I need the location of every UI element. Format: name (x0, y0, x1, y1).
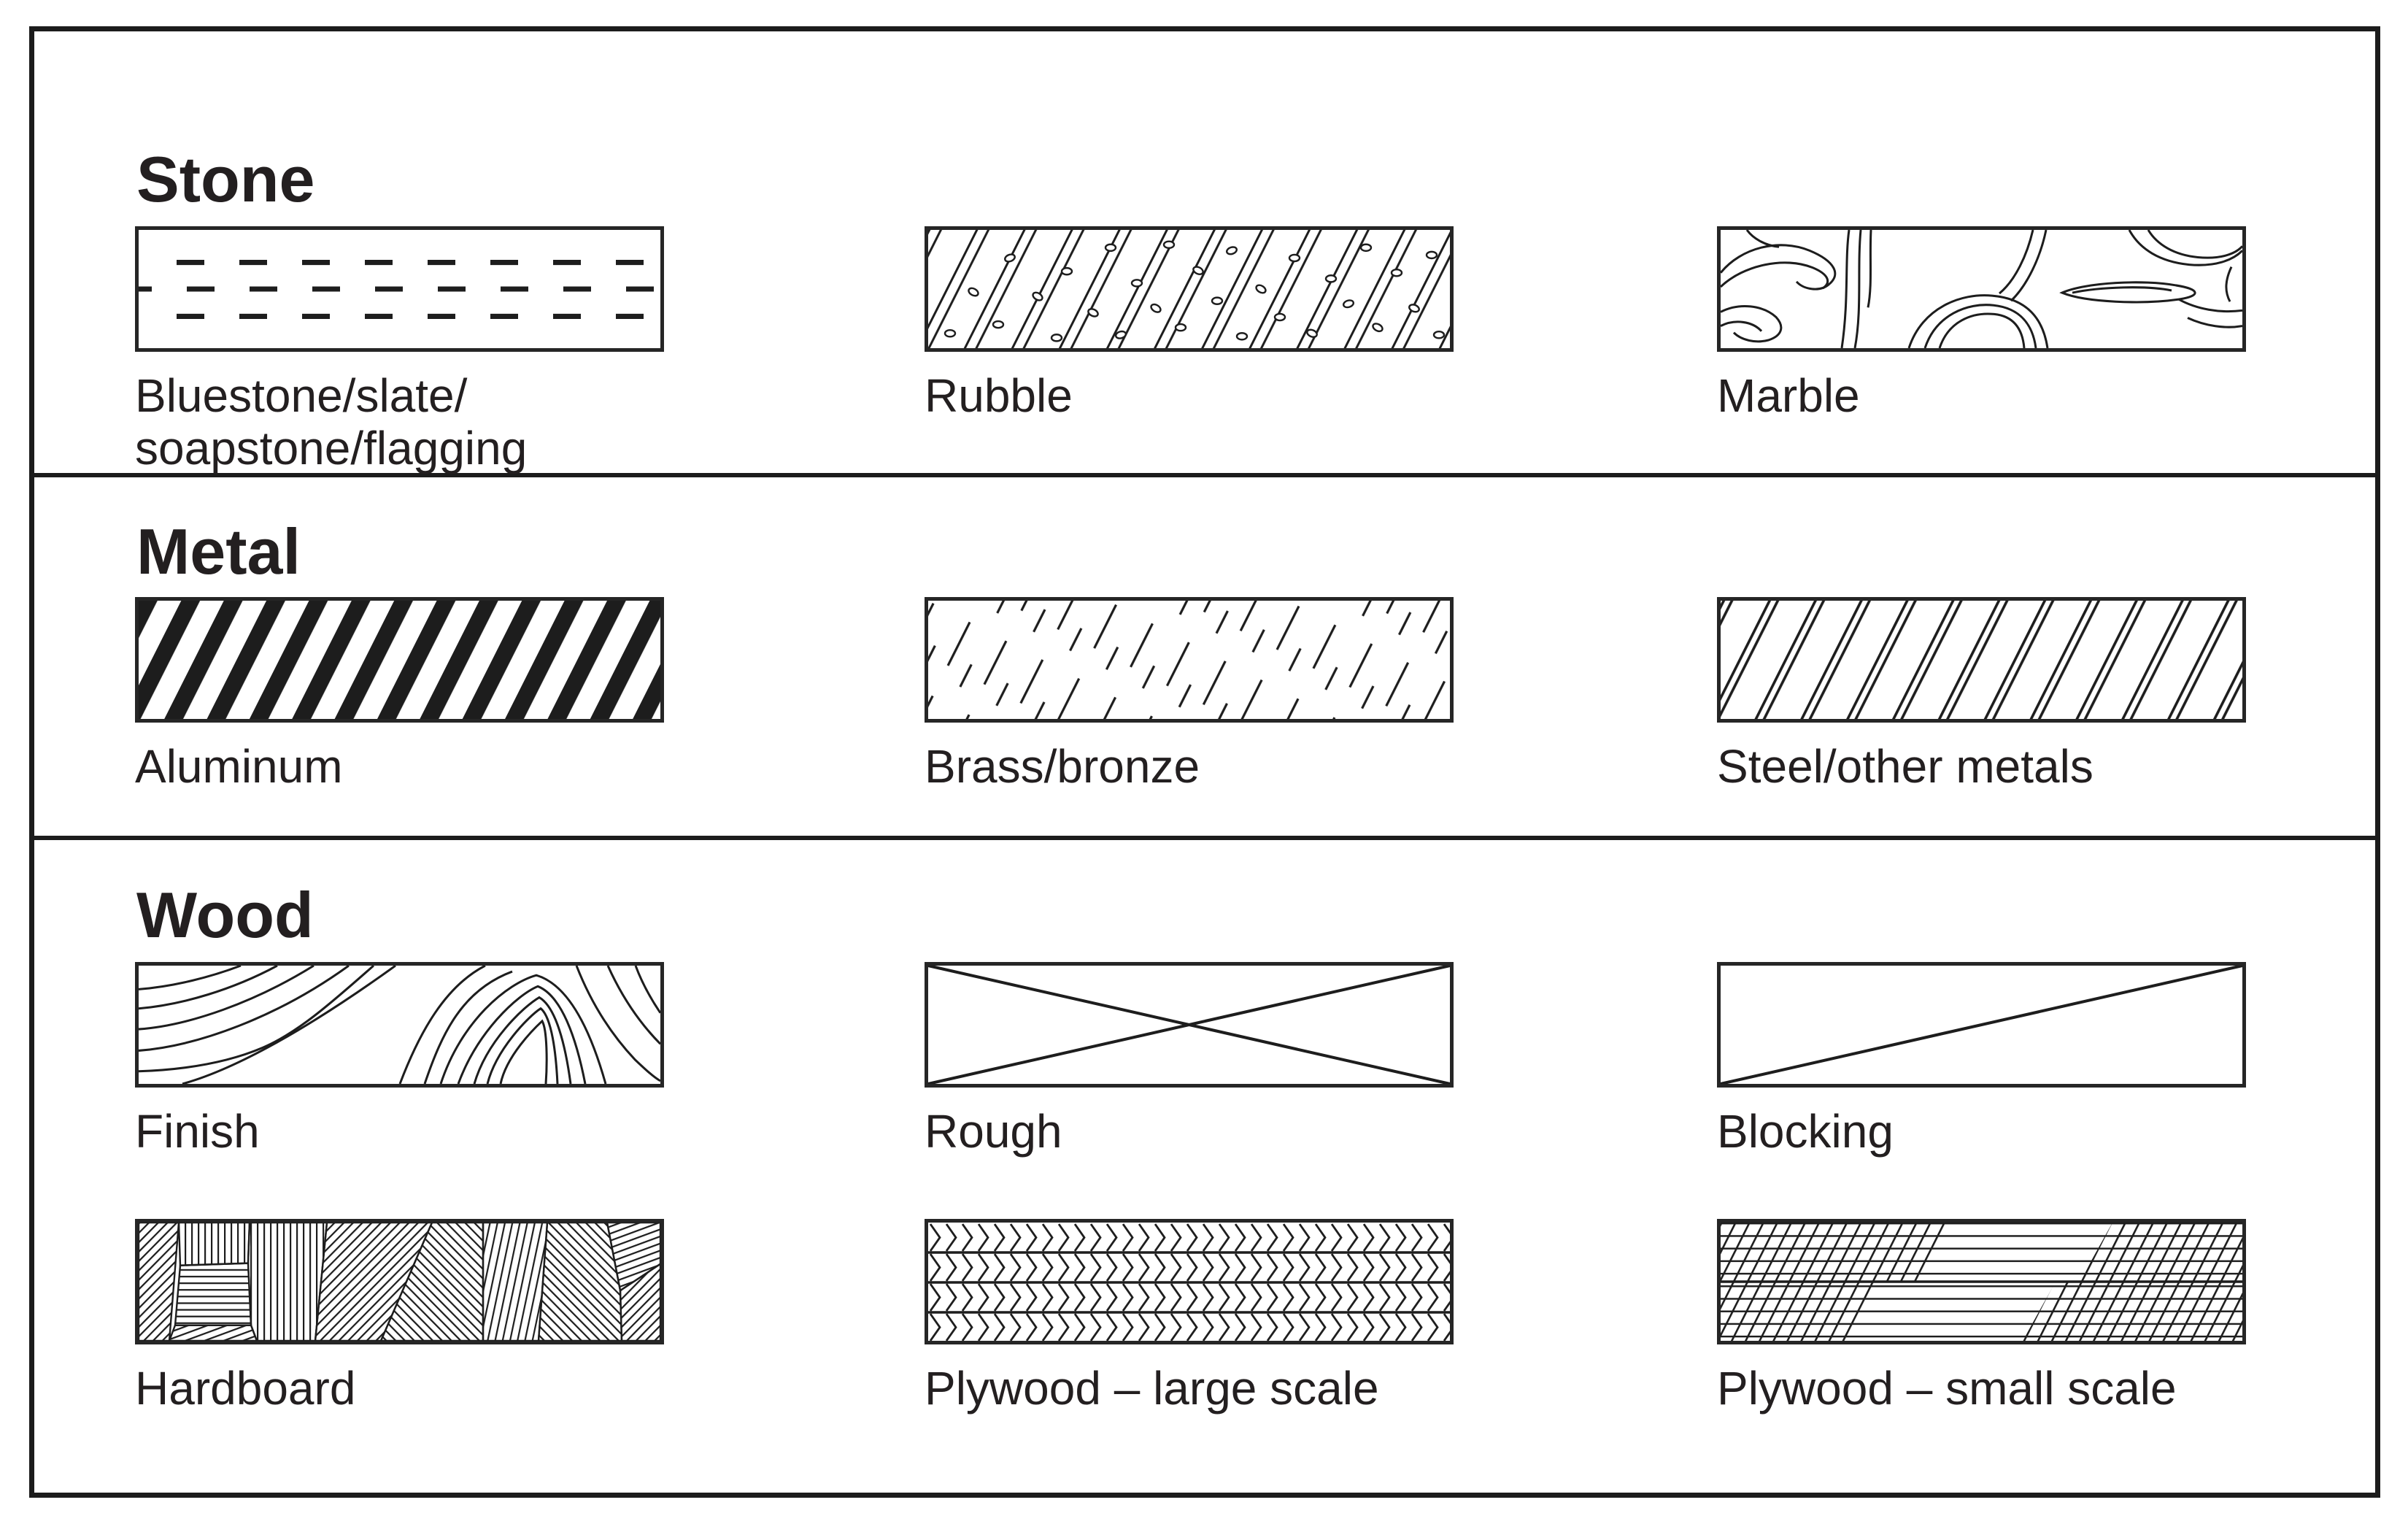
plywood-small-swatch (1717, 1219, 2246, 1344)
legend-cell-aluminum: Aluminum (135, 597, 664, 793)
swatch-label: Bluestone/slate/ soapstone/flagging (135, 369, 528, 475)
finish-wood-swatch (135, 962, 664, 1088)
swatch-label: Hardboard (135, 1362, 356, 1415)
hardboard-swatch (135, 1219, 664, 1344)
legend-cell-rough: Rough (925, 962, 1454, 1158)
swatch-label: Brass/bronze (925, 740, 1200, 793)
section-heading-stone: Stone (136, 143, 315, 215)
rough-wood-swatch (925, 962, 1454, 1088)
bluestone-swatch (135, 226, 664, 352)
aluminum-swatch (135, 597, 664, 723)
legend-cell-steel: Steel/other metals (1717, 597, 2246, 793)
swatch-label: Finish (135, 1105, 260, 1158)
section-divider-metal-wood (34, 836, 2375, 840)
legend-cell-rubble: Rubble (925, 226, 1454, 422)
legend-cell-plywood-large: Plywood – large scale (925, 1219, 1454, 1415)
swatch-label: Marble (1717, 369, 1860, 422)
legend-cell-hardboard: Hardboard (135, 1219, 664, 1415)
plywood-large-swatch (925, 1219, 1454, 1344)
blocking-swatch (1717, 962, 2246, 1088)
legend-cell-brass-bronze: Brass/bronze (925, 597, 1454, 793)
section-divider-stone-metal (34, 473, 2375, 477)
swatch-label: Rubble (925, 369, 1073, 422)
section-heading-metal: Metal (136, 515, 301, 588)
steel-swatch (1717, 597, 2246, 723)
swatch-label: Plywood – large scale (925, 1362, 1379, 1415)
section-heading-wood: Wood (136, 879, 314, 951)
legend-cell-plywood-small: Plywood – small scale (1717, 1219, 2246, 1415)
legend-cell-blocking: Blocking (1717, 962, 2246, 1158)
swatch-label: Steel/other metals (1717, 740, 2094, 793)
swatch-label: Aluminum (135, 740, 343, 793)
marble-swatch (1717, 226, 2246, 352)
outer-frame (29, 26, 2380, 1498)
swatch-label: Blocking (1717, 1105, 1894, 1158)
brass-bronze-swatch (925, 597, 1454, 723)
swatch-label: Rough (925, 1105, 1062, 1158)
rubble-swatch (925, 226, 1454, 352)
swatch-label: Plywood – small scale (1717, 1362, 2177, 1415)
legend-cell-finish: Finish (135, 962, 664, 1158)
legend-cell-marble: Marble (1717, 226, 2246, 422)
legend-cell-bluestone: Bluestone/slate/ soapstone/flagging (135, 226, 664, 475)
